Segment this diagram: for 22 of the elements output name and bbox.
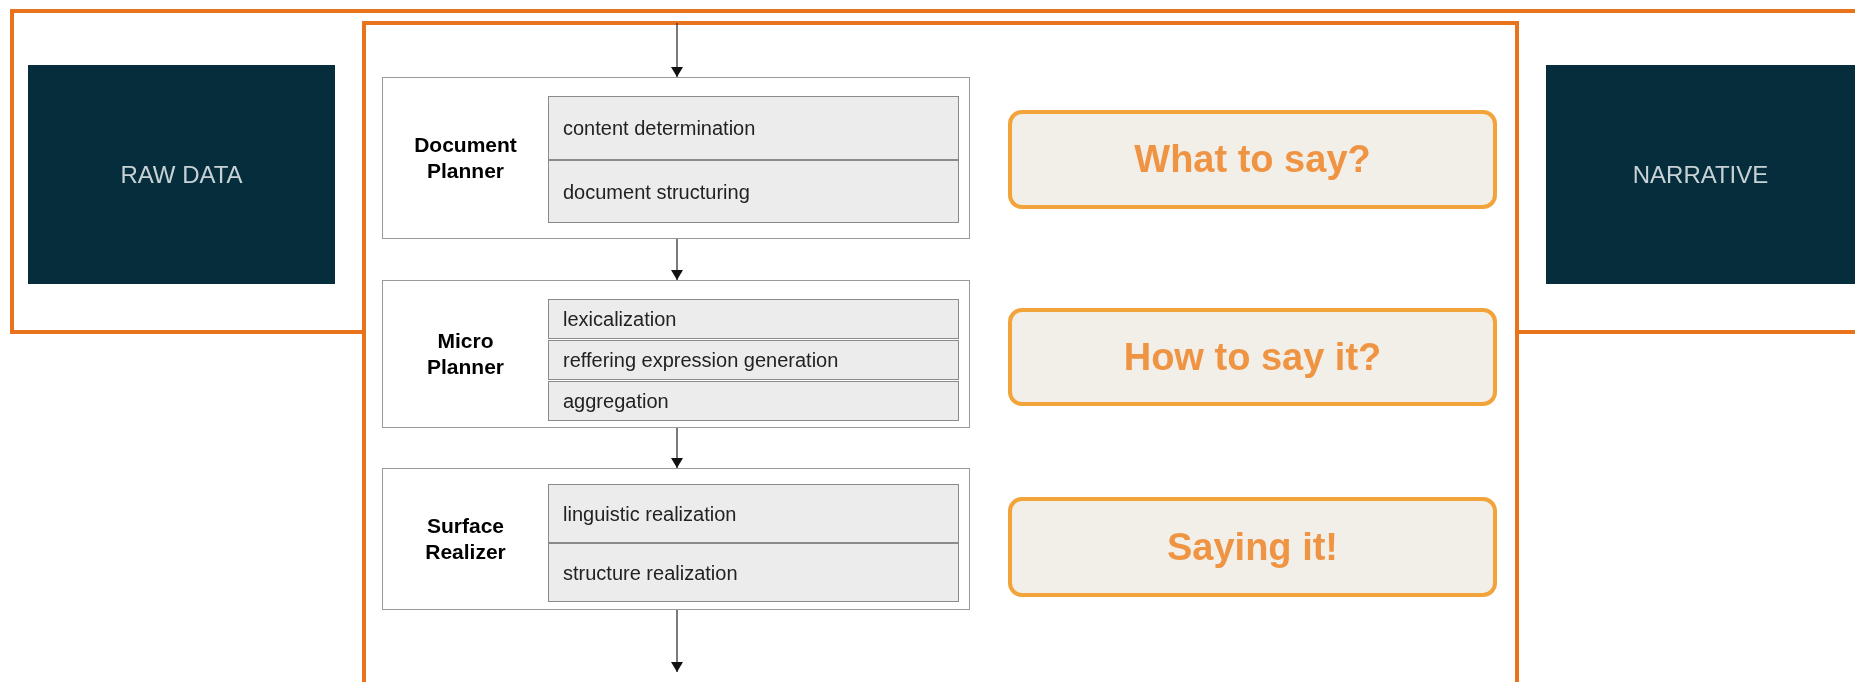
step-cell: reffering expression generation: [548, 340, 959, 380]
arrow: [671, 609, 683, 673]
arrow: [671, 238, 683, 281]
arrow: [671, 22, 683, 78]
stage-box: [382, 280, 970, 428]
step-cell: structure realization: [548, 543, 959, 602]
question-bubble: How to say it?: [1008, 308, 1497, 406]
data-box: RAW DATA: [28, 65, 335, 284]
stage-label: Micro Planner: [426, 327, 505, 380]
stage-label: Surface Realizer: [424, 512, 507, 565]
question-bubble: Saying it!: [1008, 497, 1497, 597]
step-cell: document structuring: [548, 160, 959, 223]
stage-box: [382, 77, 970, 239]
step-cell: aggregation: [548, 381, 959, 421]
data-box: NARRATIVE: [1546, 65, 1855, 284]
question-bubble: What to say?: [1008, 110, 1497, 209]
step-cell: linguistic realization: [548, 484, 959, 543]
step-cell: lexicalization: [548, 299, 959, 339]
arrow: [671, 427, 683, 469]
stage-box: [382, 468, 970, 610]
stage-label: Document Planner: [413, 131, 518, 184]
step-cell: content determination: [548, 96, 959, 160]
